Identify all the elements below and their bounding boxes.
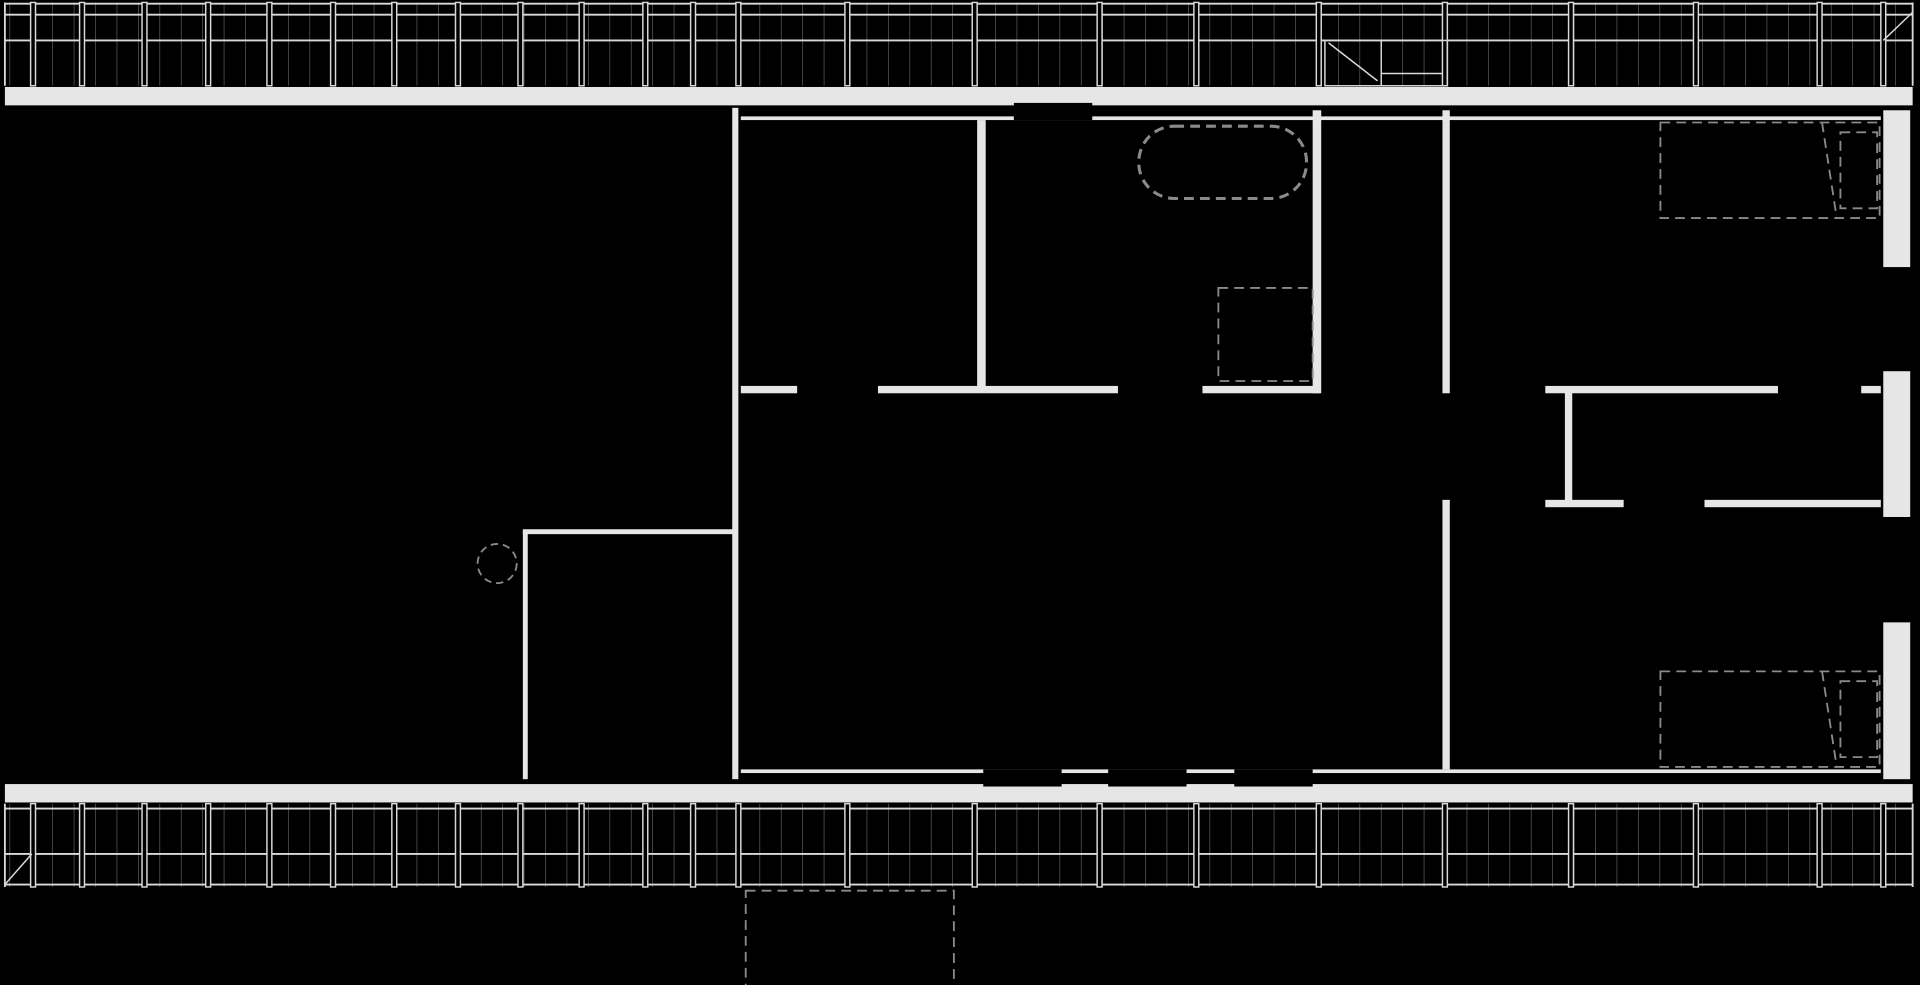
bottom-balcony-post: [642, 802, 649, 888]
stair-top: [1324, 39, 1449, 87]
wall: [740, 385, 798, 394]
bottom-balcony-slab: [4, 784, 1913, 803]
balconies: [3, 1, 1914, 888]
bottom-balcony-post: [329, 802, 337, 888]
top-balcony-post: [689, 1, 697, 87]
bottom-balcony-post: [78, 802, 86, 888]
walls: [522, 102, 1911, 787]
wall: [740, 116, 1881, 121]
wall: [1861, 385, 1881, 394]
top-balcony-post: [1816, 1, 1823, 87]
top-balcony-post: [78, 1, 86, 87]
wall: [1442, 110, 1450, 394]
top-balcony-post: [517, 1, 524, 87]
bed-top: [1659, 121, 1881, 219]
bottom-balcony-post: [141, 802, 148, 888]
column: [476, 543, 518, 585]
top-balcony-post: [1096, 1, 1103, 87]
wall: [1883, 622, 1911, 780]
top-balcony-post: [1567, 1, 1575, 87]
bottom-balcony-post: [1193, 802, 1200, 888]
bottom-balcony-post: [578, 802, 585, 888]
top-balcony-post: [735, 1, 742, 87]
bottom-balcony-post: [1096, 802, 1103, 888]
top-balcony-post: [266, 1, 273, 87]
top-balcony-post: [1880, 1, 1887, 87]
top-balcony-post: [844, 1, 851, 87]
bottom-balcony-post: [29, 802, 37, 888]
wall: [1312, 110, 1322, 394]
bottom-balcony-post: [735, 802, 742, 888]
top-balcony-post: [29, 1, 37, 87]
bottom-balcony-post: [517, 802, 524, 888]
wall: [522, 530, 528, 780]
wall: [1564, 392, 1573, 505]
top-balcony-post: [329, 1, 337, 87]
top-balcony-slab: [4, 86, 1913, 106]
window-opening: [1108, 769, 1187, 787]
top-balcony-post: [141, 1, 148, 87]
wall: [1442, 499, 1450, 770]
wall: [1545, 499, 1624, 508]
bottom-balcony-post: [454, 802, 462, 888]
bottom-balcony-post: [266, 802, 273, 888]
stair-top-arrow: [1328, 42, 1379, 82]
wall: [877, 385, 1118, 394]
bed-top-cover: [1821, 122, 1838, 219]
bed-bottom: [1659, 670, 1881, 768]
wall: [1202, 385, 1320, 394]
bottom-balcony-post: [1692, 802, 1700, 888]
top-balcony-post: [578, 1, 585, 87]
bed-top-pillow: [1839, 131, 1879, 210]
top-balcony-post: [971, 1, 978, 87]
top-balcony-post: [1193, 1, 1200, 87]
top-balcony-post: [1692, 1, 1700, 87]
top-balcony-post: [391, 1, 398, 87]
fixtures: [476, 39, 1881, 985]
wall: [1704, 499, 1881, 508]
bottom-balcony-post: [844, 802, 851, 888]
window-opening: [1013, 102, 1093, 121]
bottom-balcony-corner: [4, 853, 33, 886]
top-balcony-post: [204, 1, 212, 87]
top-balcony-post: [1441, 1, 1449, 87]
bathtub: [1137, 124, 1309, 201]
bottom-balcony-post: [391, 802, 398, 888]
bottom-balcony-post: [1816, 802, 1823, 888]
wall: [1883, 371, 1911, 518]
stair-bottom: [744, 889, 955, 985]
bottom-balcony-post: [689, 802, 697, 888]
shower: [1217, 286, 1314, 382]
bottom-balcony-post: [1880, 802, 1887, 888]
bed-bottom-cover: [1821, 671, 1838, 768]
bottom-balcony-post: [204, 802, 212, 888]
wall: [977, 120, 986, 393]
bottom-balcony-post: [1567, 802, 1575, 888]
wall: [732, 107, 739, 780]
wall: [1545, 385, 1778, 394]
wall: [522, 529, 734, 535]
window-opening: [1234, 769, 1313, 787]
wall: [1883, 110, 1911, 268]
top-balcony-post: [1315, 1, 1322, 87]
top-balcony-post: [454, 1, 462, 87]
bottom-balcony-post: [971, 802, 978, 888]
top-balcony-corner: [1882, 11, 1914, 41]
bed-bottom-pillow: [1839, 680, 1879, 759]
top-balcony-post: [642, 1, 649, 87]
bottom-balcony-post: [1441, 802, 1449, 888]
window-opening: [983, 769, 1062, 787]
bottom-balcony-post: [1315, 802, 1322, 888]
